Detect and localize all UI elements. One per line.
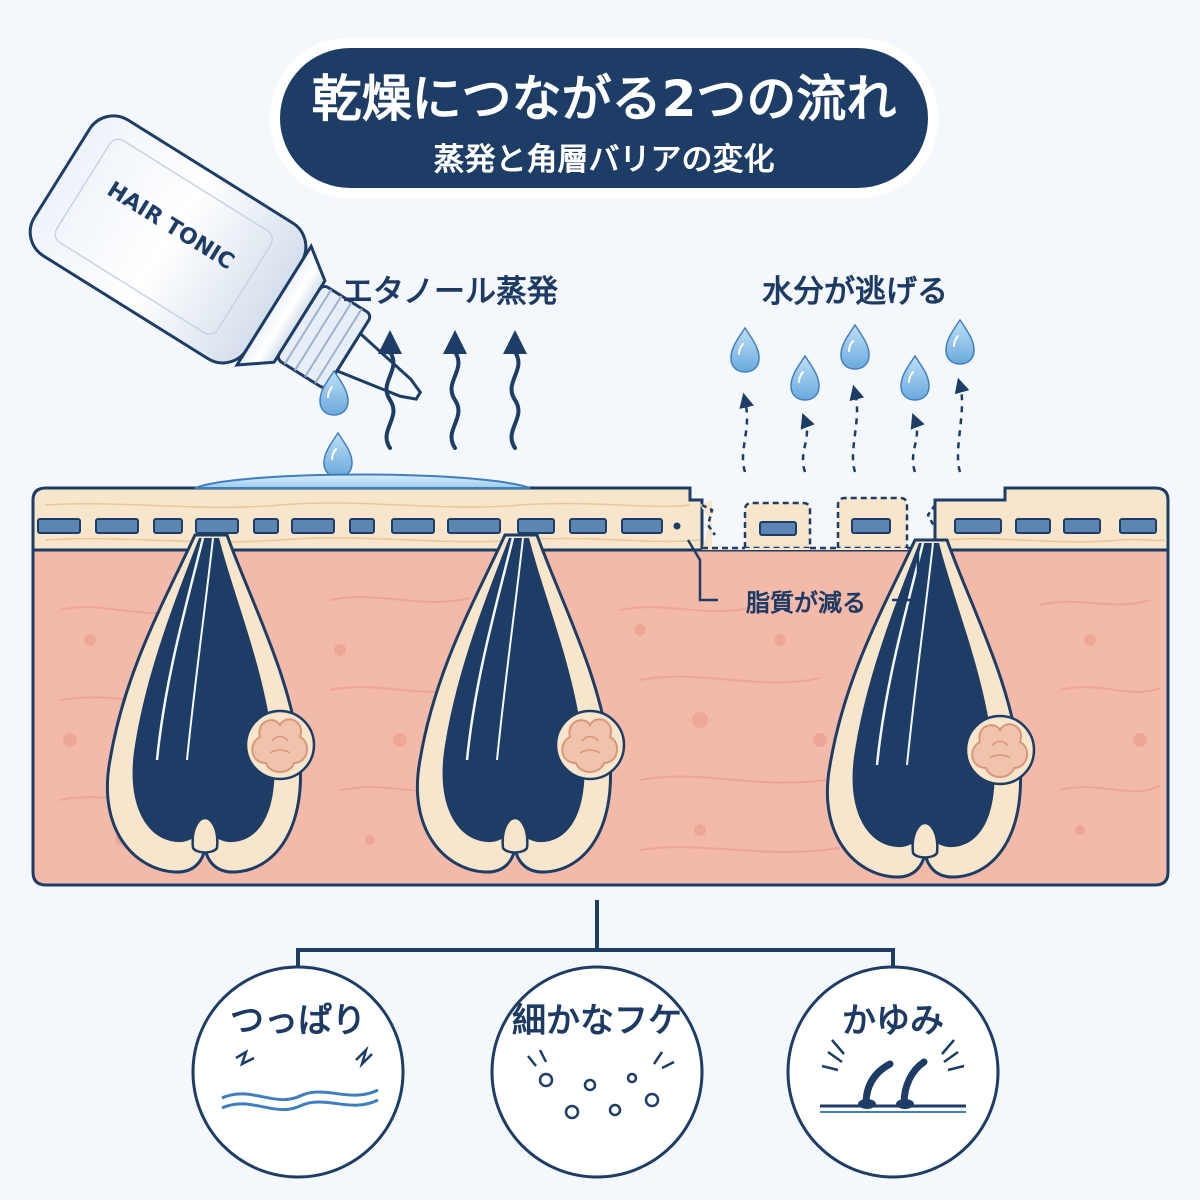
- water-arrow: [739, 392, 755, 473]
- effect-label: かゆみ: [842, 1001, 944, 1041]
- ethanol-evaporation-label: エタノール蒸発: [342, 274, 559, 310]
- droplet-icon: [945, 319, 975, 365]
- flake-icon: [527, 1049, 675, 1120]
- effect-dandruff: 細かなフケ: [490, 965, 704, 1179]
- effect-label: 細かなフケ: [512, 1001, 682, 1041]
- droplet-icon: [790, 355, 820, 401]
- itchy-hair-icon: [820, 1039, 966, 1113]
- hair-tonic-bottle: HAIR TONIC: [28, 114, 423, 401]
- skin-cross-section: [31, 473, 1170, 887]
- tonic-drops: [319, 370, 353, 478]
- title-banner: 乾燥につながる2つの流れ 蒸発と角層バリアの変化: [270, 38, 938, 198]
- effect-itch: かゆみ: [786, 965, 1000, 1179]
- crack-icon: [355, 1045, 373, 1069]
- water-arrow: [849, 384, 865, 473]
- droplet-icon: [730, 327, 760, 373]
- water-escape-label: 水分が逃げる: [762, 274, 948, 310]
- water-arrow: [910, 413, 925, 473]
- evaporation-arrow: [378, 330, 402, 450]
- lipid-reduced-label: 脂質が減る: [746, 589, 866, 617]
- crack-icon: [235, 1049, 255, 1067]
- page-subtitle: 蒸発と角層バリアの変化: [434, 142, 775, 178]
- ethanol-evaporation-arrows: [378, 330, 527, 450]
- droplet-icon: [840, 324, 870, 370]
- lipid-barrier: [37, 518, 1157, 536]
- droplet-icon: [323, 432, 353, 478]
- lipid-callout: 脂質が減る: [686, 539, 920, 617]
- page-title: 乾燥につながる2つの流れ: [312, 70, 897, 128]
- evaporation-arrow: [503, 330, 527, 450]
- effect-label: つっぱり: [230, 1001, 366, 1041]
- water-arrow: [954, 377, 970, 473]
- evaporation-arrow: [443, 330, 467, 450]
- effect-tightness: つっぱり: [191, 965, 405, 1179]
- water-drops: [730, 319, 975, 401]
- water-arrow: [800, 413, 815, 473]
- droplet-icon: [900, 355, 930, 401]
- connector-lines: [296, 900, 895, 975]
- water-escape-arrows: [739, 377, 970, 473]
